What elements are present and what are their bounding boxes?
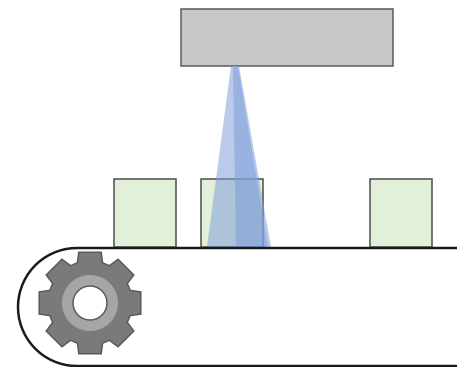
gear-icon (38, 251, 142, 355)
scanner-head (180, 8, 394, 67)
conveyor-belt (16, 246, 457, 367)
light-beam-core (233, 66, 268, 247)
package-1 (113, 178, 177, 248)
packages-group (113, 178, 433, 248)
package-3 (369, 178, 433, 248)
light-beam (207, 66, 271, 247)
gear-hole (72, 285, 108, 321)
